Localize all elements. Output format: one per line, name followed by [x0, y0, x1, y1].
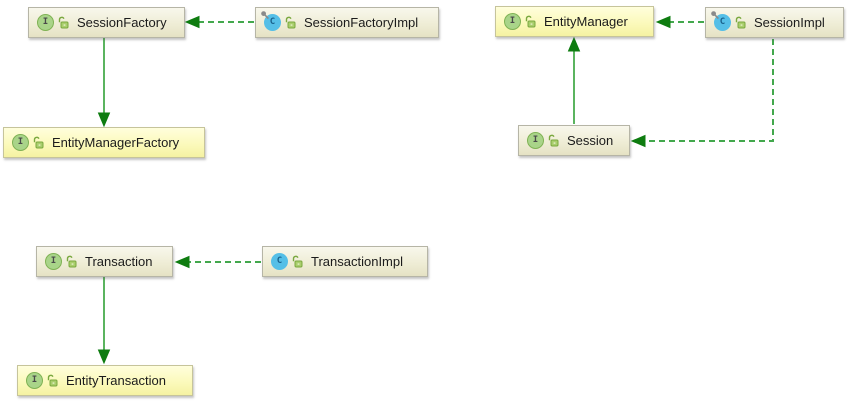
- interface-icon: I: [504, 13, 521, 30]
- node-session-factory-impl[interactable]: C SessionFactoryImpl: [255, 7, 439, 38]
- unlocked-icon: [548, 134, 559, 147]
- node-transaction[interactable]: I Transaction: [36, 246, 173, 277]
- interface-icon: I: [12, 134, 29, 151]
- interface-icon: I: [26, 372, 43, 389]
- node-session-impl[interactable]: C SessionImpl: [705, 7, 844, 38]
- interface-icon: I: [37, 14, 54, 31]
- edge-sessionimpl-implements-entitymanager[interactable]: [655, 15, 704, 29]
- unlocked-icon: [525, 15, 536, 28]
- unlocked-icon: [58, 16, 69, 29]
- unlocked-icon: [66, 255, 77, 268]
- unlocked-icon: [47, 374, 58, 387]
- edge-transactionimpl-implements-transaction[interactable]: [174, 255, 261, 269]
- node-entity-manager-factory[interactable]: I EntityManagerFactory: [3, 127, 205, 158]
- node-label: SessionFactoryImpl: [304, 15, 419, 30]
- interface-icon: I: [527, 132, 544, 149]
- node-label: SessionFactory: [77, 15, 167, 30]
- edge-sessionimpl-implements-session[interactable]: [630, 39, 774, 148]
- edge-sessionfactory-extends-entitymanagerfactory[interactable]: [97, 38, 111, 128]
- node-label: Transaction: [85, 254, 153, 269]
- interface-icon: I: [45, 253, 62, 270]
- unlocked-icon: [735, 16, 746, 29]
- edge-transaction-extends-entitytransaction[interactable]: [97, 277, 111, 365]
- class-icon: C: [261, 11, 281, 31]
- node-session[interactable]: I Session: [518, 125, 630, 156]
- node-entity-transaction[interactable]: I EntityTransaction: [17, 365, 193, 396]
- node-transaction-impl[interactable]: C TransactionImpl: [262, 246, 428, 277]
- pin-icon: [710, 10, 721, 21]
- node-label: TransactionImpl: [311, 254, 403, 269]
- node-label: EntityManagerFactory: [52, 135, 180, 150]
- edge-session-extends-entitymanager[interactable]: [567, 36, 581, 124]
- pin-icon: [260, 10, 271, 21]
- node-label: SessionImpl: [754, 15, 825, 30]
- node-entity-manager[interactable]: I EntityManager: [495, 6, 654, 37]
- node-label: EntityManager: [544, 14, 628, 29]
- unlocked-icon: [285, 16, 296, 29]
- node-session-factory[interactable]: I SessionFactory: [28, 7, 185, 38]
- unlocked-icon: [292, 255, 303, 268]
- class-icon: C: [271, 253, 288, 270]
- node-label: EntityTransaction: [66, 373, 166, 388]
- node-label: Session: [567, 133, 614, 148]
- edge-sessionfactoryimpl-implements-sessionfactory[interactable]: [184, 15, 254, 29]
- unlocked-icon: [33, 136, 44, 149]
- class-icon: C: [711, 11, 731, 31]
